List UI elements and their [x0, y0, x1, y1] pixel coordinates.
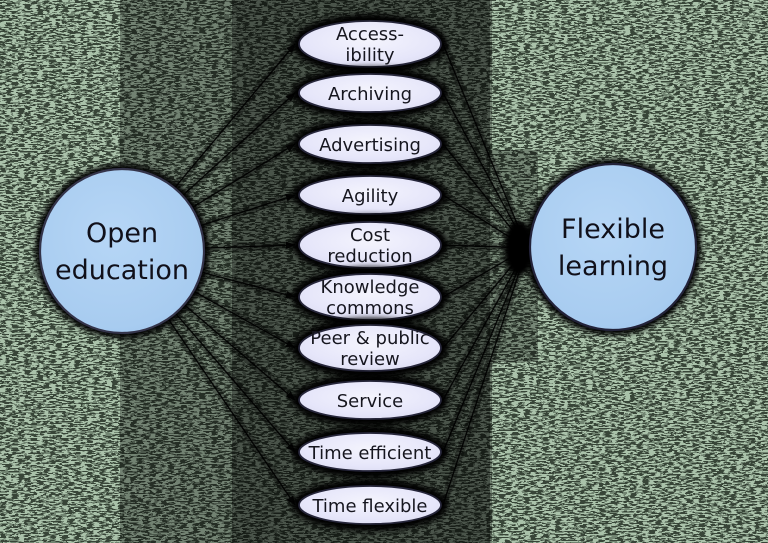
- edge-service-to-flexible-learning: [442, 247, 528, 401]
- node-open-education-label-line: education: [55, 255, 189, 286]
- node-flexible-learning-label: Flexible learning: [558, 214, 668, 282]
- edge-open-education-to-archiving: [181, 92, 296, 197]
- edge-open-education-to-advertising: [190, 143, 296, 209]
- edge-open-education-to-service: [182, 303, 296, 401]
- edge-open-education-to-peer-public-review: [192, 289, 296, 349]
- node-knowledge-commons-label-line: commons: [326, 298, 414, 319]
- node-open-education-label-line: Open: [86, 218, 158, 249]
- edge-time-flexible-to-flexible-learning: [442, 247, 528, 506]
- node-cost-reduction-label-line: reduction: [327, 246, 412, 267]
- node-agility-label: Agility: [342, 186, 399, 207]
- node-accessibility-label-line: Access-: [336, 24, 404, 45]
- node-flexible-learning-label-line: Flexible: [561, 214, 665, 245]
- node-archiving-label: Archiving: [328, 84, 412, 105]
- node-time-efficient-label: Time efficient: [308, 443, 432, 464]
- node-agility: [298, 175, 442, 215]
- node-archiving: [298, 73, 442, 113]
- node-service: [298, 380, 442, 420]
- node-peer-public-review: [298, 324, 442, 372]
- node-open-education-label: Open education: [55, 218, 189, 286]
- node-service-label-line: Service: [337, 391, 404, 412]
- nodes: Access-ibilityArchivingAdvertisingAgilit…: [35, 14, 701, 531]
- edge-open-education-to-knowledge-commons: [200, 271, 296, 299]
- node-open-education: [38, 167, 206, 335]
- node-peer-public-review-label-line: review: [340, 349, 400, 370]
- node-service-label: Service: [337, 391, 404, 412]
- edge-open-education-to-time-flexible: [167, 317, 296, 506]
- node-cost-reduction-label-line: Cost: [350, 225, 390, 246]
- node-advertising-label: Advertising: [319, 135, 421, 156]
- node-archiving-label-line: Archiving: [328, 84, 412, 105]
- node-time-flexible-label: Time flexible: [311, 496, 427, 517]
- edge-open-education-to-agility: [198, 194, 296, 227]
- node-peer-public-review-label-line: Peer & public: [310, 328, 429, 349]
- edge-open-education-to-cost-reduction: [202, 241, 296, 250]
- node-flexible-learning: [528, 162, 698, 332]
- edge-open-education-to-time-efficient: [174, 311, 296, 453]
- node-time-flexible: [298, 485, 442, 525]
- edge-open-education-to-accessibility: [173, 43, 296, 190]
- node-time-efficient: [298, 432, 442, 472]
- node-time-efficient-label-line: Time efficient: [308, 443, 432, 464]
- node-knowledge-commons-label-line: Knowledge: [321, 277, 420, 298]
- node-flexible-learning-label-line: learning: [558, 251, 668, 282]
- edge-accessibility-to-flexible-learning: [442, 43, 528, 249]
- node-accessibility-label-line: ibility: [345, 45, 394, 66]
- edge-archiving-to-flexible-learning: [442, 92, 528, 249]
- node-time-flexible-label-line: Time flexible: [311, 496, 427, 517]
- node-agility-label-line: Agility: [342, 186, 399, 207]
- node-accessibility-label: Access-ibility: [336, 24, 404, 66]
- edge-time-efficient-to-flexible-learning: [442, 247, 528, 453]
- node-advertising-label-line: Advertising: [319, 135, 421, 156]
- node-advertising: [298, 124, 442, 164]
